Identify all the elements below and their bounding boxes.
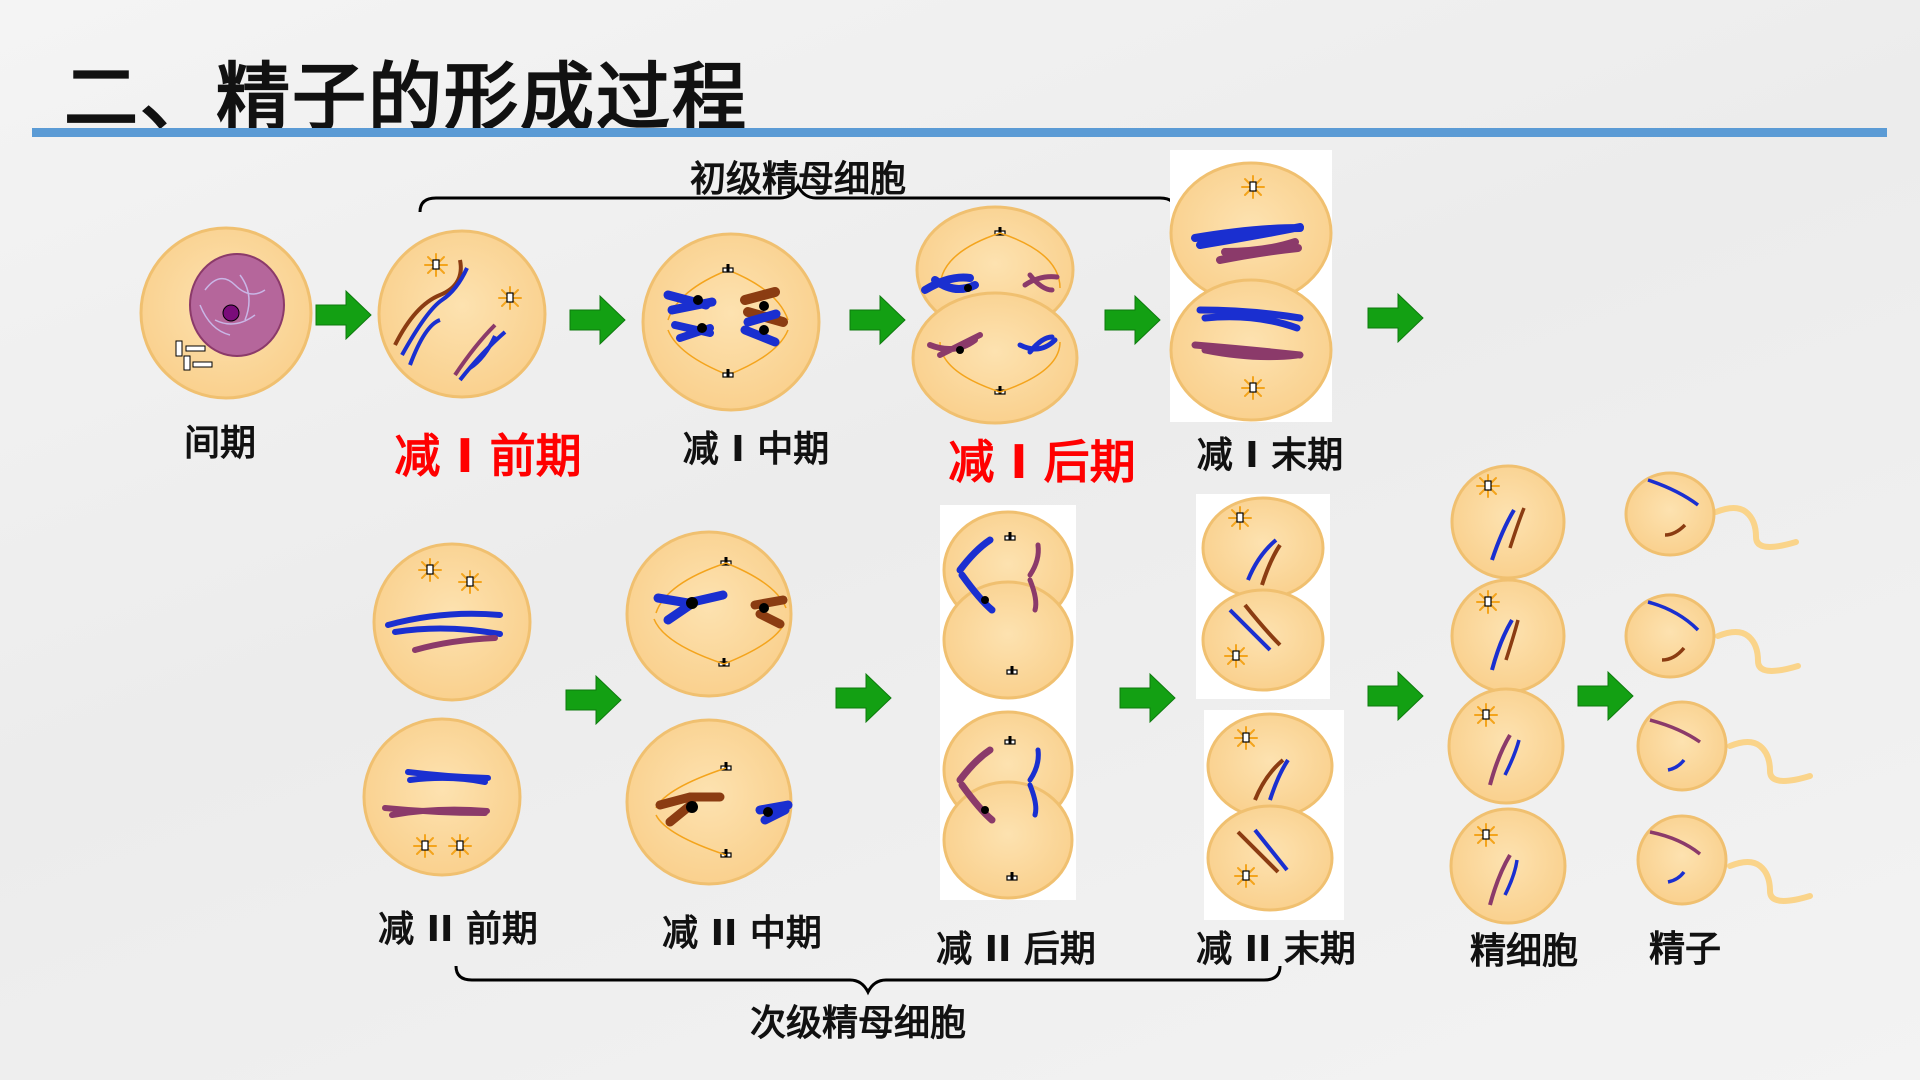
cell-telophase-2 (1196, 494, 1344, 920)
cell-anaphase-1 (911, 205, 1079, 425)
cell-prophase-2 (362, 542, 532, 877)
cell-telophase-1 (1169, 150, 1333, 422)
stage-label-prophase-2: 减 II 前期 (378, 909, 538, 950)
cell-metaphase-2 (625, 530, 793, 886)
stage-label-prophase-1: 减 I 前期 (394, 429, 582, 483)
cell-anaphase-2 (940, 505, 1076, 900)
stage-label-interphase: 间期 (183, 423, 257, 464)
bracket-label-primary: 初级精母细胞 (689, 159, 907, 200)
stage-label-anaphase-2: 减 II 后期 (936, 929, 1096, 970)
cell-metaphase-1 (641, 232, 821, 412)
primary-spermatocyte-bracket (418, 182, 1178, 213)
arrow-7 (835, 672, 892, 724)
arrow-3 (849, 294, 906, 346)
stage-label-telophase-1: 减 I 末期 (1196, 435, 1344, 476)
stage-label-metaphase-1: 减 I 中期 (682, 429, 830, 470)
arrow-2 (569, 294, 626, 346)
cell-interphase (139, 226, 313, 400)
secondary-spermatocyte-bracket (454, 965, 1282, 996)
title-divider (32, 128, 1887, 137)
sperm-cells (1624, 471, 1813, 906)
stage-label-sperm: 精子 (1648, 929, 1722, 970)
arrow-8 (1119, 672, 1176, 724)
stage-label-spermatid: 精细胞 (1469, 931, 1579, 972)
arrow-1 (315, 289, 372, 341)
stage-label-metaphase-2: 减 II 中期 (662, 913, 822, 954)
page-title: 二、精子的形成过程 (64, 55, 748, 141)
stage-label-anaphase-1: 减 I 后期 (948, 435, 1136, 489)
arrow-4 (1104, 294, 1161, 346)
spermatids (1447, 464, 1567, 925)
arrow-5 (1367, 292, 1424, 344)
cell-prophase-1 (377, 229, 547, 399)
arrow-9 (1367, 670, 1424, 722)
arrow-6 (565, 674, 622, 726)
stage-label-telophase-2: 减 II 末期 (1196, 929, 1356, 970)
arrow-10 (1577, 670, 1634, 722)
arrows (315, 289, 1634, 726)
bracket-label-secondary: 次级精母细胞 (749, 1003, 967, 1044)
